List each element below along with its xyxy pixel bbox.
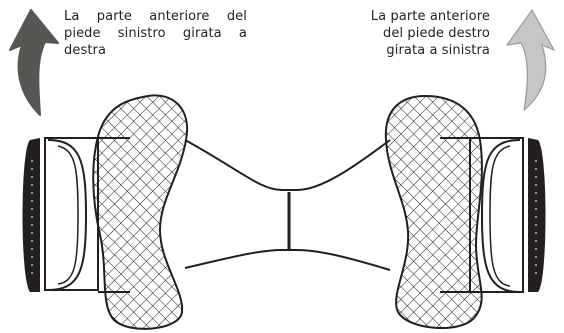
left-foot-caption: La parte anteriore del piede sinistro gi… bbox=[64, 9, 247, 58]
right-wheel bbox=[469, 137, 546, 293]
right-foot-caption: La parte anteriore del piede destro gira… bbox=[370, 9, 490, 58]
left-wheel bbox=[22, 137, 99, 292]
left-rotation-arrow-icon bbox=[9, 9, 59, 116]
right-rotation-arrow-icon bbox=[506, 9, 555, 111]
board-body bbox=[184, 139, 391, 271]
right-foot-pad bbox=[384, 94, 483, 329]
left-foot-pad bbox=[92, 94, 189, 330]
